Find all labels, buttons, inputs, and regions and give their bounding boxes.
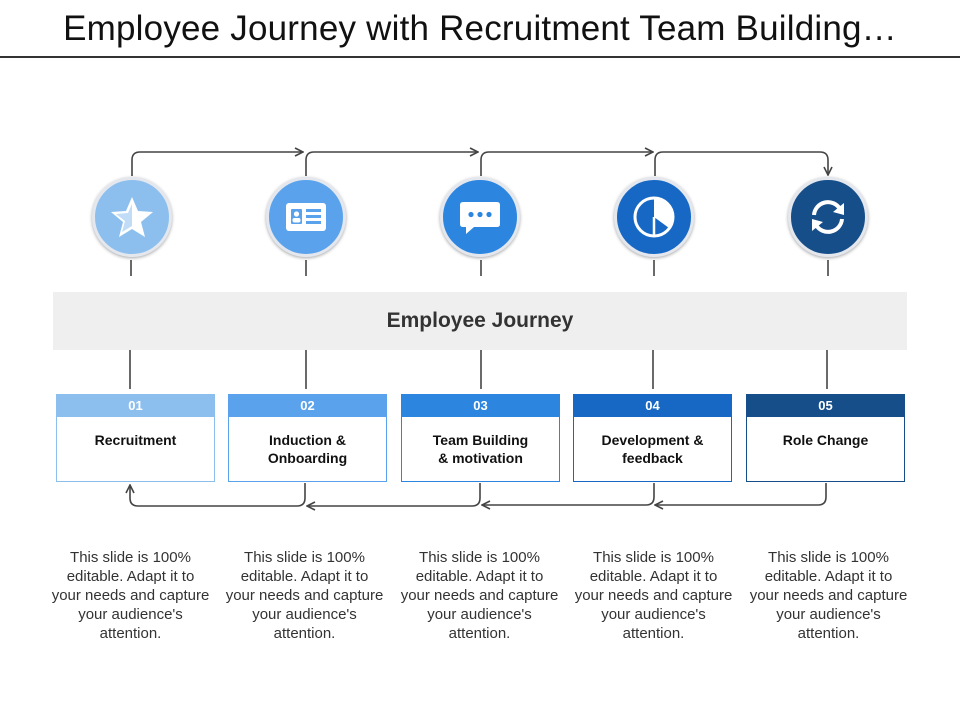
chat-bubble-icon: [460, 202, 500, 234]
step-description: This slide is 100% editable. Adapt it to…: [51, 549, 210, 642]
step-3-icon-circle: [440, 177, 520, 257]
step-label: Recruitment: [94, 432, 177, 448]
step-card-2: 02 Induction & Onboarding: [228, 394, 387, 482]
step-1-icon-circle: [92, 177, 172, 257]
top-arrow-3: [480, 152, 653, 176]
bottom-arrow-3: [482, 483, 655, 505]
bottom-arrow-2: [307, 483, 481, 506]
step-label: Role Change: [782, 432, 869, 448]
step-label: Team Building & motivation: [432, 432, 529, 466]
step-card-5: 05 Role Change: [746, 394, 905, 482]
top-arrow-2: [305, 152, 478, 176]
title-divider: [0, 56, 960, 58]
id-card-icon: [286, 203, 326, 231]
star-icon: [111, 197, 153, 237]
step-label: Development & feedback: [601, 432, 704, 466]
refresh-icon: [812, 200, 844, 234]
pie-chart-icon: [633, 196, 675, 238]
journey-band: Employee Journey: [53, 292, 907, 350]
step-number: 02: [229, 395, 386, 417]
step-number: 05: [747, 395, 904, 417]
step-number: 04: [574, 395, 731, 417]
step-label: Induction & Onboarding: [267, 432, 348, 466]
page-title: Employee Journey with Recruitment Team B…: [63, 9, 897, 48]
bottom-arrow-1: [130, 483, 306, 507]
step-number: 01: [57, 395, 214, 417]
step-card-1: 01 Recruitment: [56, 394, 215, 482]
step-5-icon-circle: [788, 177, 868, 257]
step-description: This slide is 100% editable. Adapt it to…: [749, 549, 908, 642]
step-2-icon-circle: [266, 177, 346, 257]
step-number: 03: [402, 395, 559, 417]
step-description: This slide is 100% editable. Adapt it to…: [400, 549, 559, 642]
bottom-arrow-4: [655, 483, 827, 505]
step-description: This slide is 100% editable. Adapt it to…: [225, 549, 384, 642]
top-arrow-4: [654, 151, 828, 176]
step-card-3: 03 Team Building & motivation: [401, 394, 560, 482]
step-description: This slide is 100% editable. Adapt it to…: [574, 549, 733, 642]
step-card-4: 04 Development & feedback: [573, 394, 732, 482]
step-4-icon-circle: [614, 177, 694, 257]
top-arrow-1: [131, 152, 303, 176]
